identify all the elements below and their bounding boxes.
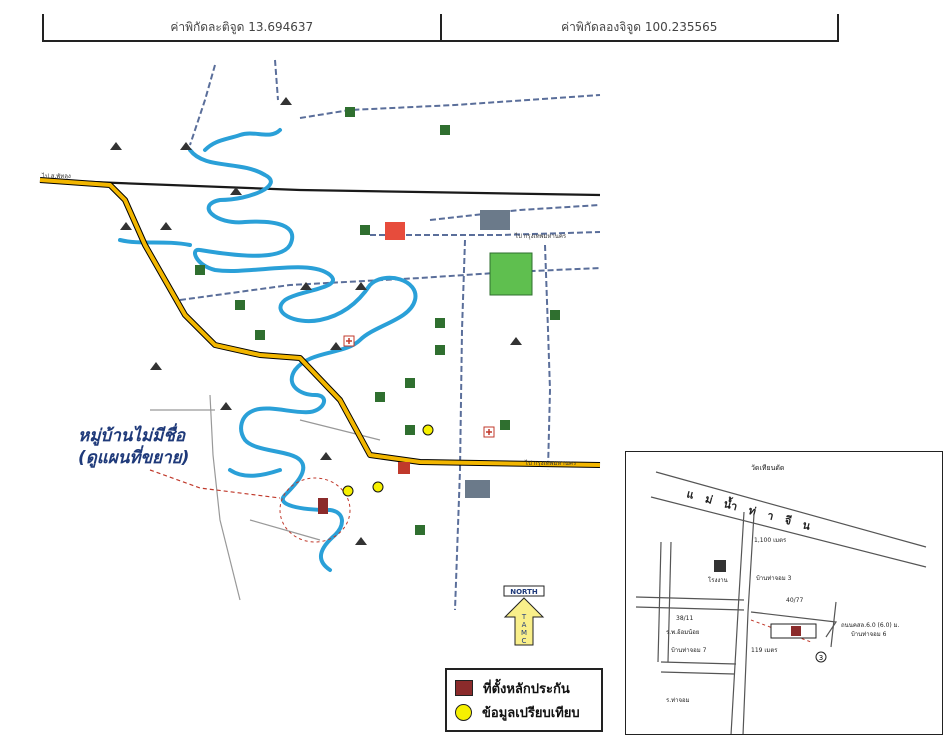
landmark-3 <box>195 265 205 275</box>
legend: ที่ตั้งหลักประกัน ข้อมูลเปรียบเทียบ <box>445 668 603 732</box>
brand-red-1 <box>385 222 405 240</box>
park <box>490 253 532 295</box>
road-vertical-1 <box>454 239 466 611</box>
landmark-12 <box>405 378 415 388</box>
river-main <box>188 148 418 572</box>
landmark-13 <box>500 420 510 430</box>
inset-school-label: ร.ท่าจอม <box>666 697 690 704</box>
main-map: ไป ส.พัทลุง ไป กรุงเทพมหานคร ไป กรุงเทพม… <box>39 59 601 611</box>
inset-village-3: บ้านท่าจอม 3 <box>756 575 792 582</box>
temple-12 <box>355 537 367 545</box>
map-label-1: ไป ส.พัทลุง <box>41 172 71 180</box>
temple-14 <box>230 187 242 195</box>
temple-10 <box>330 342 342 350</box>
inset-marker-label: 3 <box>819 654 823 662</box>
temple-7 <box>220 402 232 410</box>
legend-row-subject: ที่ตั้งหลักประกัน <box>455 676 593 700</box>
inset-village-7: บ้านท่าจอม 7 <box>671 647 707 654</box>
inset-shop-label: 38/11 <box>676 615 693 622</box>
comparison-point-2 <box>372 481 384 493</box>
landmark-5 <box>255 330 265 340</box>
coordinate-bar: ค่าพิกัดละติจูด 13.694637 ค่าพิกัดลองจิจ… <box>42 14 839 42</box>
landmark-9 <box>405 425 415 435</box>
temple-11 <box>510 337 522 345</box>
inset-factory-icon <box>714 560 726 572</box>
legend-swatch-subject <box>455 680 473 696</box>
inset-marker <box>815 651 827 663</box>
temple-3 <box>160 222 172 230</box>
building-cluster <box>480 210 510 230</box>
railway <box>39 178 601 197</box>
inset-distance-top: 1,100 เมตร <box>754 537 787 544</box>
temple-9 <box>355 282 367 290</box>
inset-hospital-label: ร.พ.อ้อมน้อย <box>666 629 699 636</box>
landmark-2 <box>440 125 450 135</box>
landmark-11 <box>360 225 370 235</box>
landmark-7 <box>435 345 445 355</box>
village-label-line2: (ดูแผนที่ขยาย) <box>78 448 190 468</box>
north-letter-a: A <box>522 621 527 629</box>
north-letter-t: T <box>521 613 527 621</box>
subject-location <box>318 498 328 514</box>
village-label: หมู่บ้านไม่มีชื่อ (ดูแผนที่ขยาย) <box>78 425 189 469</box>
brand-red-2 <box>398 462 410 474</box>
temple-2 <box>180 142 192 150</box>
north-letter-c: C <box>522 637 527 645</box>
inset-distance-bottom: 119 เมตร <box>751 647 778 654</box>
legend-swatch-comparison <box>455 703 472 721</box>
road-west-mid <box>179 267 601 301</box>
landmark-14 <box>550 310 560 320</box>
inset-factory-label: โรงงาน <box>708 576 728 584</box>
river-west-branch <box>118 238 192 247</box>
inset-svg: แม่น้ำท่าจีน วัดเทียนดัด 3 1,100 เมตร บ้… <box>635 464 927 734</box>
comparison-point-3 <box>422 424 434 436</box>
temple-6 <box>150 362 162 370</box>
temple-8 <box>300 282 312 290</box>
road-north-2 <box>274 59 279 101</box>
north-arrow: NORTH T A M C <box>503 585 545 646</box>
inset-road-right: ถนนคสล.6.0 (6.0) ม. <box>841 622 900 629</box>
north-letter-m: M <box>521 629 527 637</box>
longitude-cell: ค่าพิกัดลองจิจูด 100.235565 <box>439 14 838 40</box>
landmark-1 <box>345 107 355 117</box>
temple-4 <box>120 222 132 230</box>
landmark-10 <box>415 525 425 535</box>
village-label-line1: หมู่บ้านไม่มีชื่อ <box>78 426 186 446</box>
inset-subject-plot <box>791 626 801 636</box>
inset-temple-label: วัดเทียนดัด <box>751 464 784 472</box>
latitude-cell: ค่าพิกัดละติจูด 13.694637 <box>170 19 314 34</box>
north-label: NORTH <box>510 588 538 596</box>
legend-label-subject: ที่ตั้งหลักประกัน <box>483 681 570 697</box>
inset-plot-label: 40/77 <box>786 597 803 604</box>
map-label-3: ไป กรุงเทพมหานคร <box>524 459 577 467</box>
road-rama2-upper <box>299 94 601 119</box>
road-north-1 <box>189 64 216 146</box>
road-highway-338 <box>370 231 601 236</box>
landmark-8 <box>375 392 385 402</box>
landmark-4 <box>235 300 245 310</box>
legend-label-comparison: ข้อมูลเปรียบเทียบ <box>482 705 580 721</box>
temple-5 <box>110 142 122 150</box>
river-southwest <box>228 468 282 478</box>
road-vertical-2 <box>544 244 552 471</box>
river-north <box>203 128 282 152</box>
temple-1 <box>280 97 292 105</box>
legend-row-comparison: ข้อมูลเปรียบเทียบ <box>455 700 593 724</box>
inset-map: แม่น้ำท่าจีน วัดเทียนดัด 3 1,100 เมตร บ้… <box>625 451 943 735</box>
inset-village-right: บ้านท่าจอม 6 <box>851 631 887 638</box>
map-label-2: ไป กรุงเทพมหานคร <box>514 232 567 240</box>
temple-13 <box>320 452 332 460</box>
landmark-6 <box>435 318 445 328</box>
building-south <box>465 480 490 498</box>
road-east-diag <box>429 204 601 221</box>
highway-4 <box>39 177 601 468</box>
comparison-point-1 <box>342 485 354 497</box>
